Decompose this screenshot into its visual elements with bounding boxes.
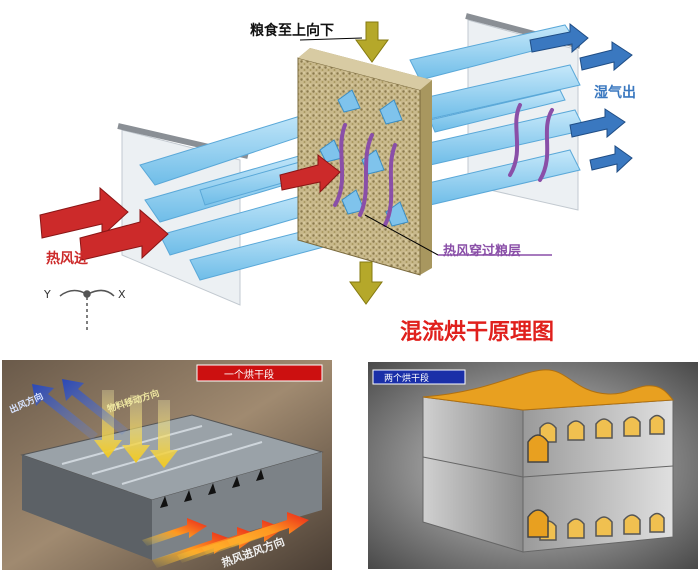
axis-indicator xyxy=(59,289,115,330)
leader-through xyxy=(364,214,439,256)
upper-openings xyxy=(539,414,665,443)
hot-air-arrows xyxy=(142,512,309,568)
label-through: 热风穿过粮层 xyxy=(443,244,522,259)
grain-direction-arrows xyxy=(349,21,389,305)
label-humid-out: 湿气出 xyxy=(594,85,636,101)
badge-one-section: 一个烘干段 xyxy=(224,370,274,381)
double-section-illustration xyxy=(368,362,698,569)
mixed-flow-diagram: 粮食至上向下 湿气出 热风进 热风穿过粮层 Y X 混流烘干原理图 xyxy=(39,13,636,345)
grain-block-top xyxy=(298,48,432,90)
large-arch-left xyxy=(527,434,549,538)
hot-air-in-arrows xyxy=(39,153,341,261)
diagram-illustration xyxy=(39,13,633,330)
single-dryer-section-panel: 一个烘干段 出风方向 物料移动方向 热风进风方向 xyxy=(2,360,332,570)
dryer-box-front xyxy=(22,455,152,560)
material-arrows xyxy=(94,390,178,468)
single-section-illustration xyxy=(2,360,332,570)
label-hot-in: 热风进 xyxy=(46,251,88,267)
axis-y-label: Y xyxy=(44,288,51,301)
badge-two-sections: 两个烘干段 xyxy=(384,374,430,384)
badge-bg xyxy=(196,364,323,382)
leader-grain xyxy=(299,37,363,41)
double-dryer-section-panel: 两个烘干段 xyxy=(368,362,698,569)
label-grain-down: 粮食至上向下 xyxy=(250,23,334,39)
diagram-title: 混流烘干原理图 xyxy=(400,320,555,345)
hot-air-flow-paths xyxy=(333,103,554,227)
air-out-arrows xyxy=(32,379,128,440)
axis-x-label: X xyxy=(118,288,126,301)
duct-teeth xyxy=(160,469,264,508)
humid-out-arrows xyxy=(529,22,633,174)
grain-top xyxy=(422,369,675,411)
badge-bg xyxy=(372,369,466,385)
lower-openings xyxy=(539,512,665,541)
